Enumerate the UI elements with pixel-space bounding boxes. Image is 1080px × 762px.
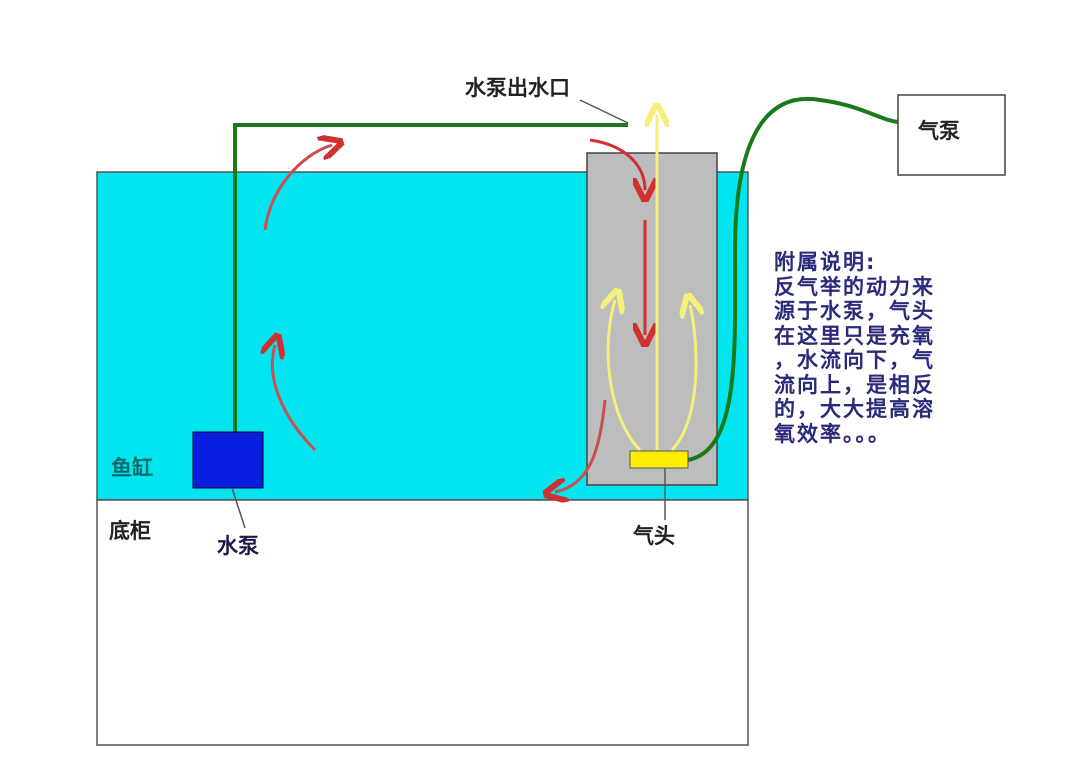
water-flow-arrow: [589, 138, 645, 190]
pump-outlet-label: 水泵出水口: [465, 76, 570, 100]
air-line: [687, 96, 899, 462]
notes-line: 反气举的动力来: [774, 274, 935, 299]
notes-line: 氧效率。。。: [774, 421, 891, 446]
notes-line: 流向上，是相反: [774, 372, 935, 397]
air-flow-arrow: [608, 300, 642, 452]
pump-leader: [231, 487, 246, 529]
water-pipe: [233, 123, 628, 432]
water-flow-arrow: [272, 345, 317, 452]
notes-line: ，水流向下，气: [774, 348, 935, 372]
water-pump-label: 水泵: [217, 534, 259, 558]
outlet-leader: [579, 99, 629, 124]
air-pump-label: 气泵: [918, 119, 960, 143]
water-flow-arrow: [263, 145, 332, 231]
air-pump-box: [897, 94, 1006, 176]
fish-tank-label: 鱼缸: [111, 456, 153, 480]
air-stone: [629, 450, 689, 469]
water-pump: [192, 431, 264, 489]
sump-chamber: [586, 152, 718, 486]
notes-line: 源于水泵，气头: [774, 299, 935, 323]
cabinet: [96, 499, 749, 746]
air-flow-arrow: [670, 305, 696, 452]
cabinet-label: 底柜: [109, 519, 151, 543]
notes-text: 附属说明: 反气举的动力来 源于水泵，气头 在这里只是充氧 ，水流向下，气 流向…: [774, 250, 935, 446]
water-flow-arrow: [555, 399, 607, 492]
air-stone-label: 气头: [633, 524, 675, 548]
notes-line: 在这里只是充氧: [774, 323, 935, 348]
notes-line: 附属说明:: [774, 250, 877, 274]
notes-line: 的，大大提高溶: [774, 397, 935, 421]
